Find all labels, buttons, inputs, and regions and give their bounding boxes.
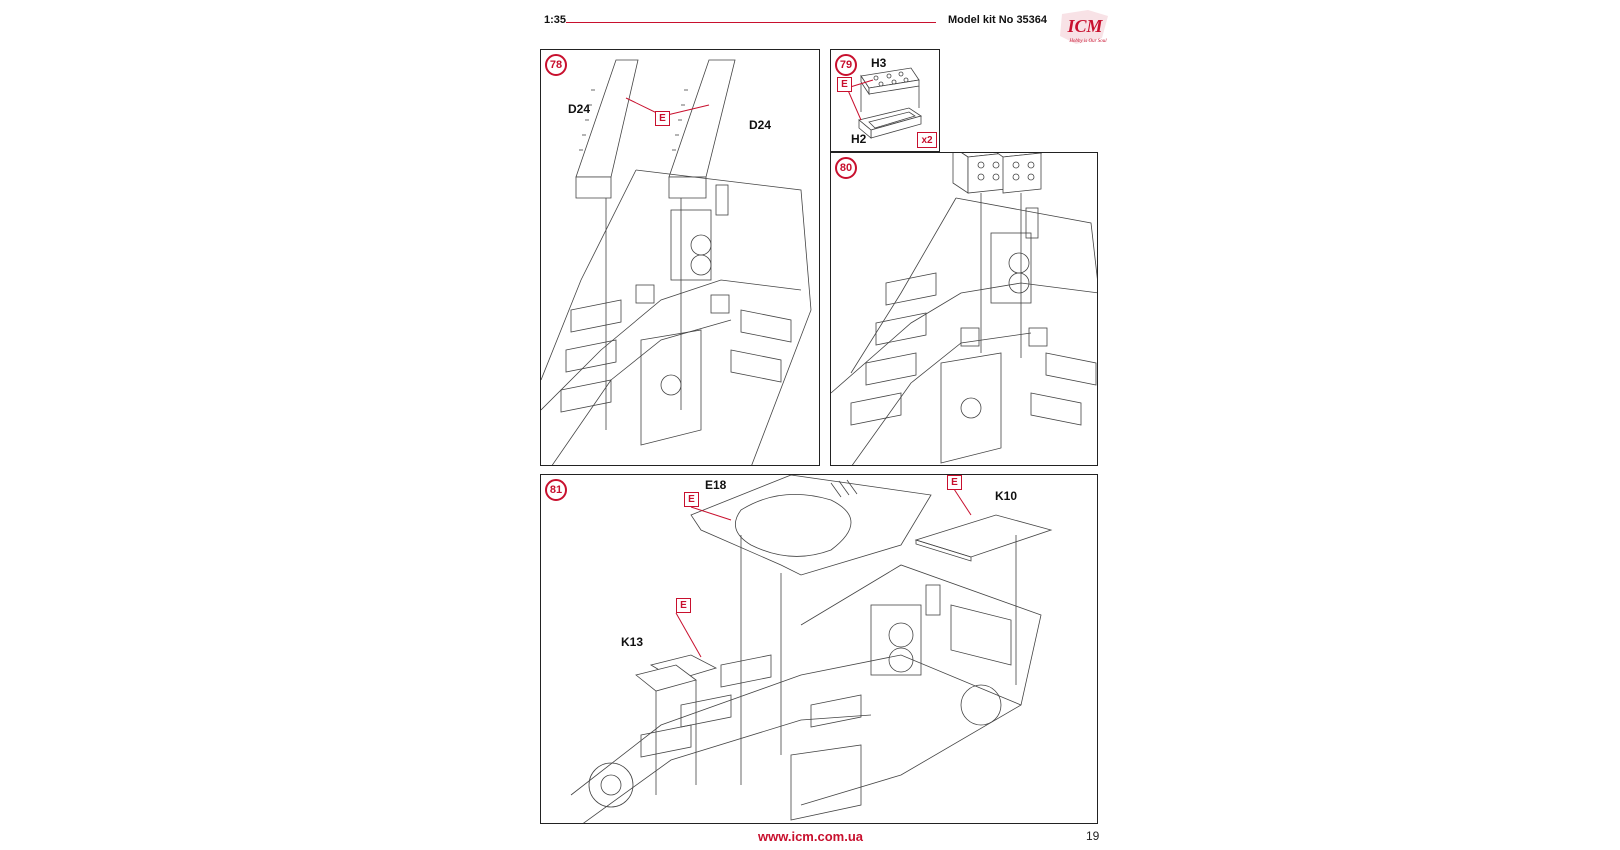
page-number: 19 [1086, 829, 1100, 843]
paint-ref-e: E [676, 598, 691, 613]
paint-ref-e: E [684, 492, 699, 507]
logo-text: ICM [1066, 16, 1103, 36]
part-label-k10: K10 [995, 489, 1018, 503]
paint-ref-e: E [837, 77, 852, 92]
part-label-e18: E18 [705, 478, 727, 492]
part-label-k13: K13 [621, 635, 644, 649]
part-label-h3: H3 [871, 56, 887, 70]
icm-logo: ICM Hobby is Our Soul [1058, 8, 1112, 48]
paint-ref-e: E [947, 475, 962, 490]
step-79-number: 79 [835, 54, 857, 76]
logo-tagline: Hobby is Our Soul [1068, 39, 1107, 44]
website-url[interactable]: www.icm.com.ua [758, 829, 863, 844]
step-78-number: 78 [545, 54, 567, 76]
step-80-number: 80 [835, 157, 857, 179]
paint-ref-e: E [655, 111, 670, 126]
step-81-number: 81 [545, 479, 567, 501]
part-label-d24-right: D24 [749, 118, 772, 132]
multiplier-badge: x2 [917, 132, 937, 148]
step-79-drawing [846, 67, 922, 139]
step-79-panel: 79 H3 H2 E x2 [830, 49, 940, 152]
step-81-drawing [570, 475, 1053, 823]
step-78-panel: 78 D24 D24 E [540, 49, 820, 466]
kit-number: Model kit No 35364 [948, 14, 1048, 26]
step-80-drawing [831, 153, 1097, 465]
step-78-drawing [541, 59, 812, 465]
part-label-d24-left: D24 [568, 102, 591, 116]
scale-label: 1:35 [544, 14, 567, 26]
step-80-panel: 80 [830, 152, 1098, 466]
step-81-panel: 81 E18 K10 K13 E E E [540, 474, 1098, 824]
header-rule [566, 22, 936, 23]
part-label-h2: H2 [851, 132, 867, 146]
